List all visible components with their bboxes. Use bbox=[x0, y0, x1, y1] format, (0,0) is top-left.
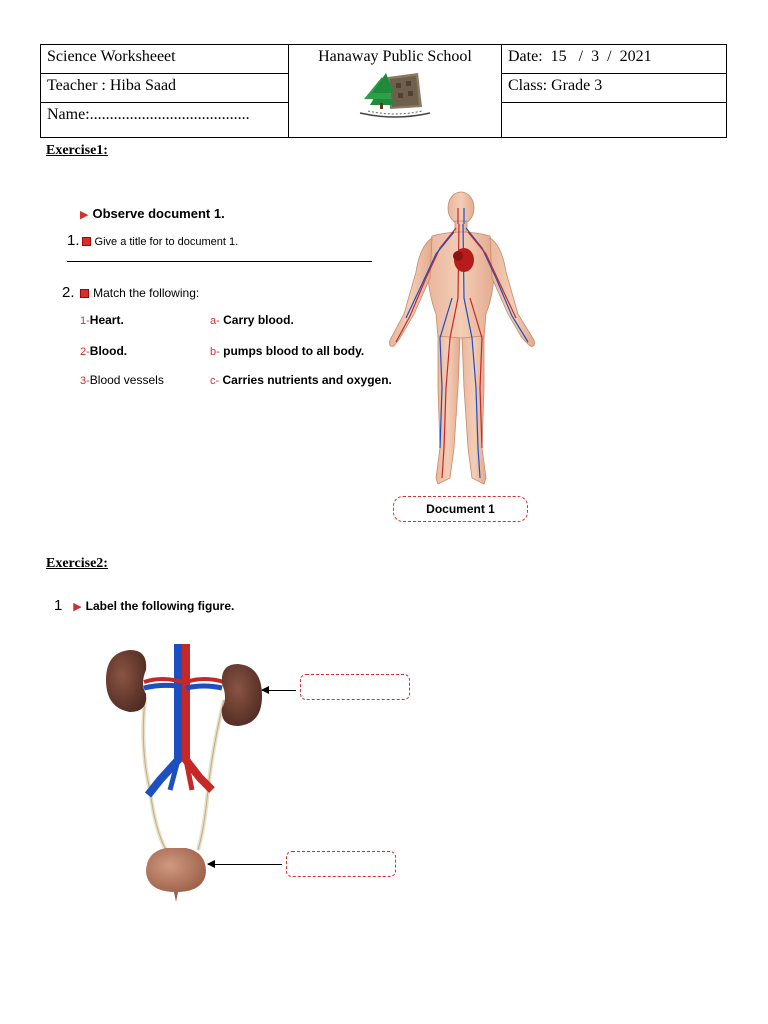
square-bullet-icon bbox=[80, 288, 90, 298]
match-left-2-num: 2- bbox=[80, 346, 90, 358]
question-1: 1. Give a title for to document 1. bbox=[67, 232, 238, 249]
match-right-a-letter: a- bbox=[210, 315, 220, 327]
question-2: 2. Match the following: bbox=[62, 284, 199, 301]
exercise2-title: Exercise2: bbox=[46, 556, 108, 571]
date-year: 2021 bbox=[619, 48, 652, 65]
q1-text: Give a title for to document 1. bbox=[94, 236, 239, 248]
teacher-name: Teacher : Hiba Saad bbox=[40, 73, 289, 103]
match-left-2-text: Blood. bbox=[89, 344, 128, 358]
date-month: 3 bbox=[591, 48, 600, 65]
square-bullet-icon bbox=[81, 236, 91, 246]
match-right-a-text: Carry blood. bbox=[223, 313, 294, 327]
date-cell: Date: 15 / 3 / 2021 bbox=[501, 44, 727, 74]
exercise1-instruction: ▶Observe document 1. bbox=[80, 206, 225, 221]
kidney-label-box[interactable] bbox=[300, 674, 410, 700]
empty-cell bbox=[501, 102, 727, 138]
document-1-caption: Document 1 bbox=[393, 496, 528, 522]
header-table: Science Worksheeet Hanaway Public School… bbox=[40, 44, 727, 138]
triangle-bullet-icon: ▶ bbox=[73, 601, 82, 613]
match-right-c: c- Carries nutrients and oxygen. bbox=[210, 373, 392, 387]
match-right-c-letter: c- bbox=[210, 375, 220, 387]
triangle-bullet-icon: ▶ bbox=[80, 209, 89, 221]
kidney-arrow-icon bbox=[261, 686, 296, 694]
school-name: Hanaway Public School bbox=[318, 48, 472, 65]
class-grade: Class: Grade 3 bbox=[501, 73, 727, 103]
instruction-text: Observe document 1. bbox=[92, 206, 225, 221]
school-cell: Hanaway Public School bbox=[288, 44, 502, 138]
urinary-system-figure bbox=[106, 644, 262, 902]
match-right-b-text: pumps blood to all body. bbox=[223, 344, 365, 358]
match-right-a: a- Carry blood. bbox=[210, 313, 294, 327]
date-day: 15 bbox=[550, 48, 567, 65]
q2-text: Match the following: bbox=[93, 286, 200, 300]
q1-answer-line[interactable] bbox=[67, 261, 372, 262]
exercise2-question-1: 1 ▶Label the following figure. bbox=[54, 597, 234, 614]
bladder-label-box[interactable] bbox=[286, 851, 396, 877]
match-left-3: 3-Blood vessels bbox=[80, 373, 164, 387]
ex2-q1-number: 1 bbox=[54, 597, 63, 614]
match-right-c-text: Carries nutrients and oxygen. bbox=[222, 373, 392, 387]
circulatory-system-figure bbox=[389, 191, 535, 485]
match-left-1-text: Heart. bbox=[89, 313, 124, 327]
match-left-1-num: 1- bbox=[80, 315, 90, 327]
bladder-arrow-icon bbox=[207, 860, 282, 868]
match-right-b: b- pumps blood to all body. bbox=[210, 344, 364, 358]
worksheet-title: Science Worksheeet bbox=[40, 44, 289, 74]
date-label: Date: bbox=[508, 48, 543, 65]
match-left-3-num: 3- bbox=[80, 375, 90, 387]
match-left-3-text: Blood vessels bbox=[89, 373, 164, 387]
exercise1-title: Exercise1: bbox=[46, 143, 108, 158]
match-right-b-letter: b- bbox=[210, 346, 220, 358]
q2-number: 2. bbox=[62, 284, 75, 301]
school-logo bbox=[359, 73, 431, 118]
q1-number: 1. bbox=[67, 232, 80, 249]
student-name-field[interactable]: Name:...................................… bbox=[40, 102, 289, 138]
ex2-q1-text: Label the following figure. bbox=[85, 599, 235, 613]
match-left-2: 2-Blood. bbox=[80, 344, 127, 358]
match-left-1: 1-Heart. bbox=[80, 313, 124, 327]
